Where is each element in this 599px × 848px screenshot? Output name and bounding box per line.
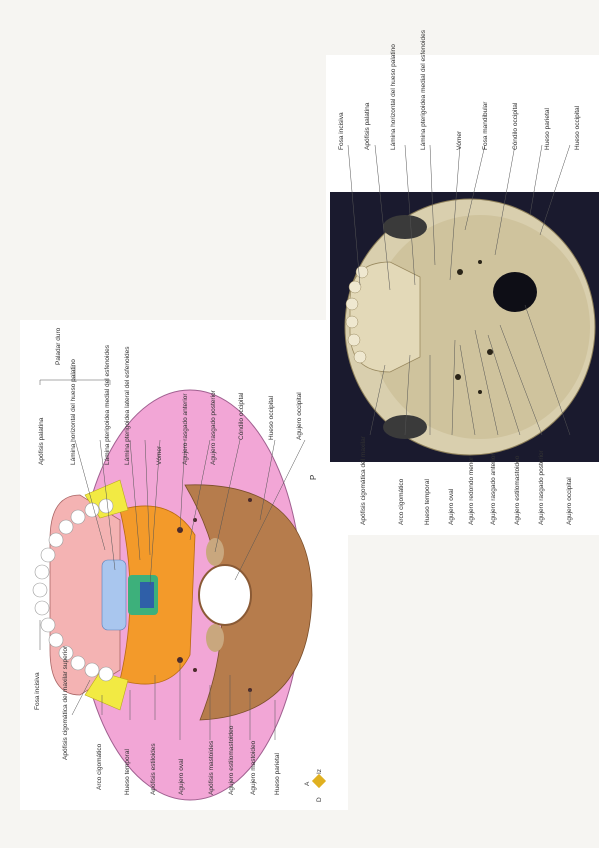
illustration-label-right-9: Agujero occipital [296,392,303,440]
orientation-east: Iz [316,768,323,774]
illustration-label-right-2: Lámina pterigoidea medial del esfenoides [104,345,111,465]
photo-label-bottom-0: Apófisis cigomática del maxilar [360,436,367,525]
photo-label-top-7: Hueso parietal [544,108,551,150]
illustration-label-right-5: Agujero rasgado anterior [182,393,189,465]
photo-label-top-5: Fosa mandibular [482,101,489,150]
illustration-label-left-7: Agujero estilomastoideo [228,725,235,795]
illustration-label-left-6: Apófisis mastoides [208,740,215,795]
orientation-marker: A D Iz [300,762,340,802]
photo-label-bottom-8: Agujero occipital [566,477,573,525]
photo-label-bottom-2: Hueso temporal [424,479,431,525]
illustration-label-left-9: Hueso parietal [274,753,281,795]
photo-marker: P [309,474,318,480]
photo-label-top-6: Cóndilo occipital [512,102,519,150]
photo-label-bottom-7: Agujero rasgado posterior [538,450,545,525]
photo-label-bottom-5: Agujero rasgado anterior [490,453,497,525]
illustration-label-right-7: Cóndilo occipital [238,392,245,440]
orientation-north: A [304,781,311,786]
illustration-label-left-0: Fosa incisiva [34,672,41,710]
illustration-label-left-8: Agujero mastoideo [250,740,257,795]
illustration-label-right-4: Vómer [156,445,163,465]
photo-label-top-1: Apófisis palatina [364,102,371,150]
photo-label-top-0: Fosa incisiva [338,112,345,150]
illustration-label-right-3: Lámina pterigoidea lateral del esfenoide… [124,346,131,465]
photo-leaders [347,144,571,436]
orientation-west: D [316,797,323,802]
photo-label-bottom-3: Agujero oval [448,488,455,525]
skull-base-illustration [32,365,313,801]
illustration-label-left-5: Agujero oval [178,758,185,795]
orientation-cross-icon [311,773,327,789]
illustration-label-right-8: Hueso occipital [268,395,275,440]
illustration-label-left-2: Arco cigomático [96,743,103,790]
illustration-label-right-6: Agujero rasgado posterior [210,390,217,465]
illustration-label-left-4: Apófisis estiloides [150,743,157,795]
photo-label-top-8: Hueso occipital [574,105,581,150]
photo-label-top-3: Lámina pterigoidea medial del esfenoides [420,30,427,150]
photo-label-top-4: Vómer [456,130,463,150]
paladar-duro-label: Paladar duro [55,327,62,365]
illustration-label-left-3: Hueso temporal [124,749,131,795]
illustration-label-right-1: Lámina horizontal del hueso palatino [70,359,77,465]
photo-label-top-2: Lámina horizontal del hueso palatino [390,44,397,150]
photo-label-bottom-4: Agujero redondo menor [468,456,475,525]
illustration-label-right-0: Apófisis palatina [38,417,45,465]
photo-label-bottom-6: Agujero estilomastoideo [514,455,521,525]
photo-label-bottom-1: Arco cigomático [398,478,405,525]
illustration-label-left-1: Apófisis cigomática del maxilar superior [62,645,69,760]
